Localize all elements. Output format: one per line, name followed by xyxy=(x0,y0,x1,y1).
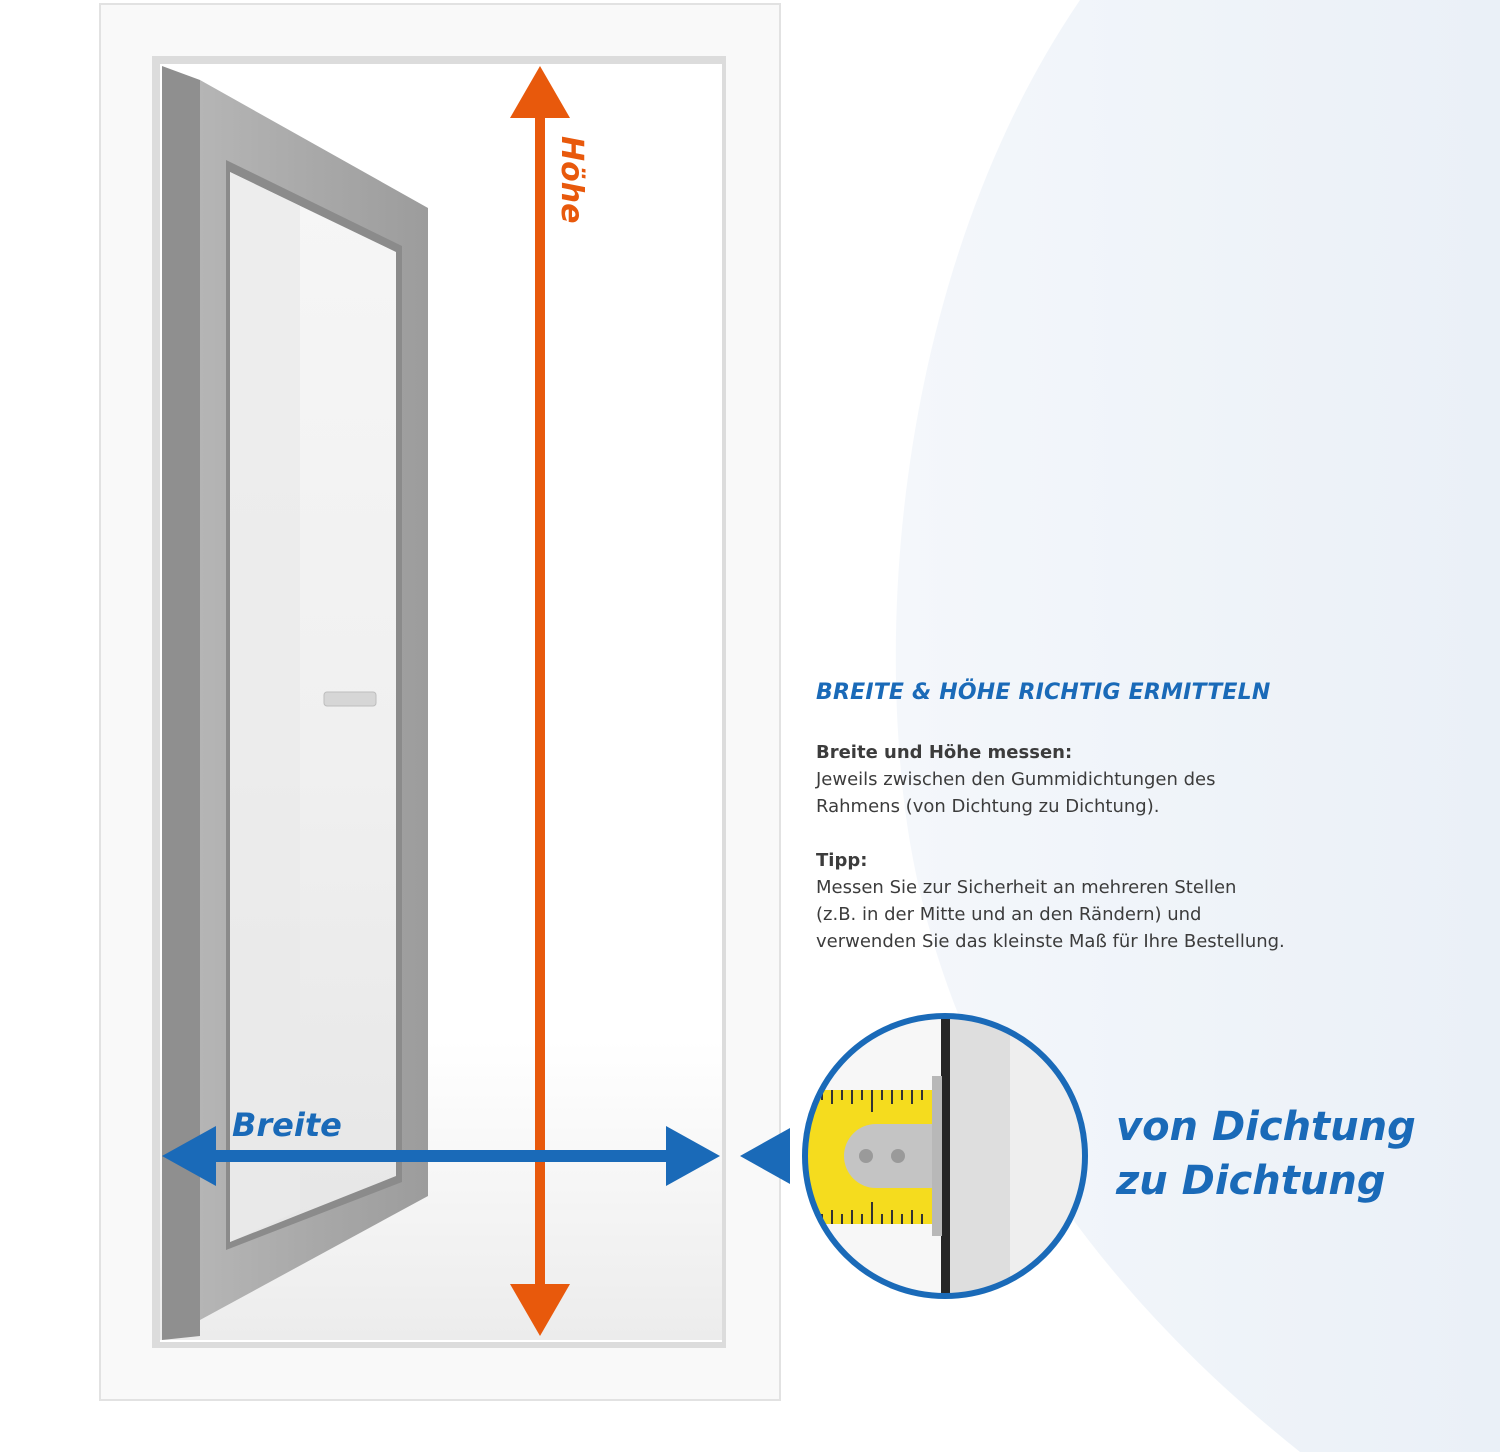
arrow-down-icon xyxy=(510,1284,570,1336)
width-arrow xyxy=(162,1126,720,1186)
door-handle xyxy=(323,691,377,707)
info-panel: BREITE & HÖHE RICHTIG ERMITTELN Breite u… xyxy=(816,680,1456,955)
measure-title: Breite und Höhe messen: xyxy=(816,742,1073,763)
width-label: Breite xyxy=(232,1106,342,1144)
tape-measure-icon: N xyxy=(792,1076,942,1236)
tip-text: Messen Sie zur Sicherheit an mehreren St… xyxy=(816,877,1285,952)
height-arrow xyxy=(510,66,570,1336)
tape-mark: N xyxy=(792,1150,811,1163)
door-sash xyxy=(162,66,428,1340)
callout-text: von Dichtung zu Dichtung xyxy=(1116,1100,1496,1208)
height-label: Höhe xyxy=(554,136,589,223)
arrow-up-icon xyxy=(510,66,570,118)
callout-line-1: von Dichtung xyxy=(1116,1104,1416,1150)
spacer xyxy=(816,820,1456,847)
magnifier-circle-icon: N xyxy=(792,1013,1088,1299)
measure-text: Jeweils zwischen den Gummidichtungen des… xyxy=(816,769,1216,817)
arrow-right-icon xyxy=(666,1126,720,1186)
info-heading: BREITE & HÖHE RICHTIG ERMITTELN xyxy=(816,680,1271,705)
arrow-left-icon xyxy=(162,1126,216,1186)
tip-title: Tipp: xyxy=(816,850,868,871)
callout-line-2: zu Dichtung xyxy=(1116,1158,1386,1204)
callout-pointer-icon xyxy=(740,1128,790,1184)
